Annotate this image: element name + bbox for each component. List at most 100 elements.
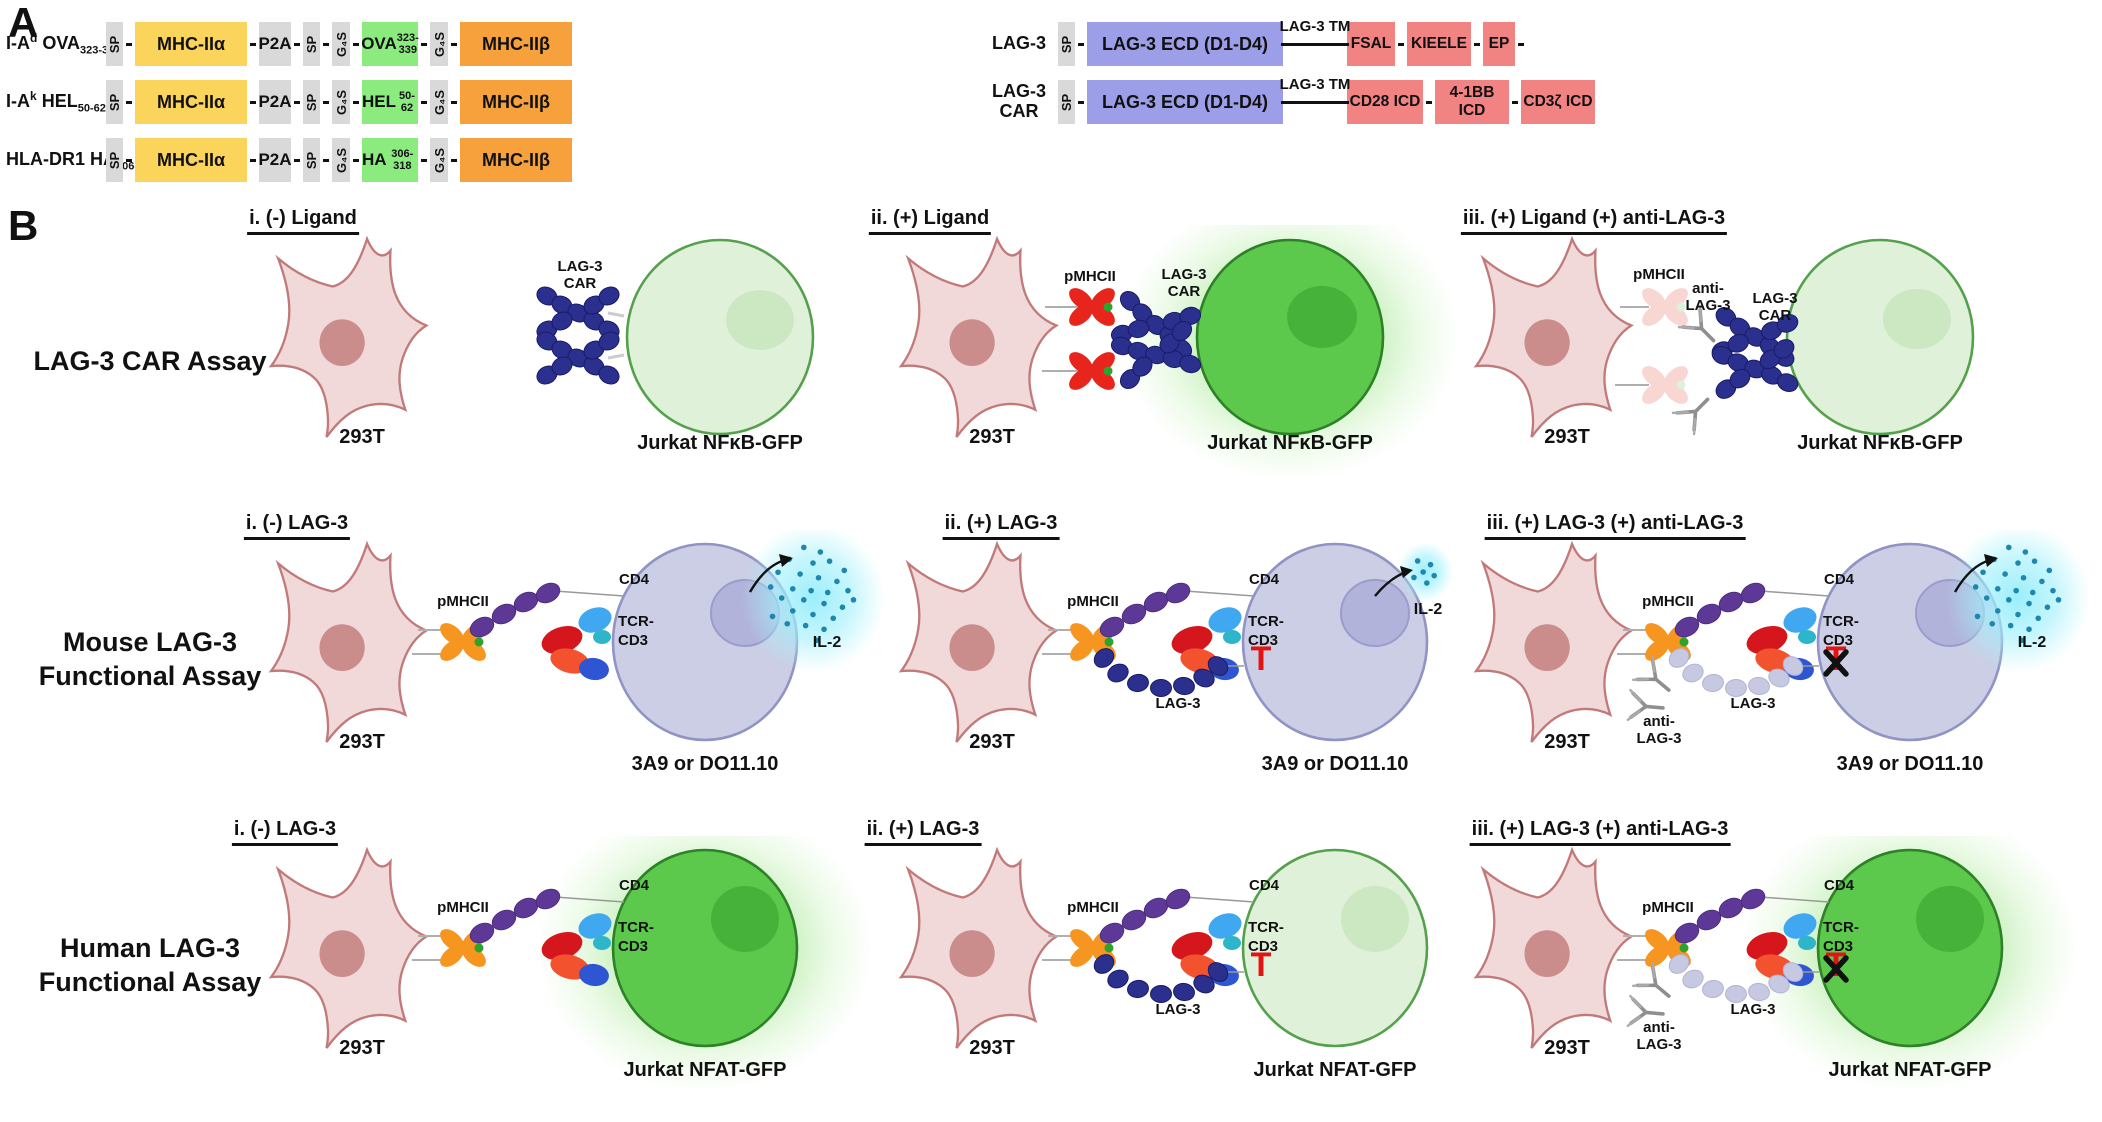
il2-dot xyxy=(1974,613,1981,620)
pmhcii-petal xyxy=(1664,382,1688,404)
cd4-line xyxy=(554,590,625,597)
il2-dot xyxy=(2018,637,2025,644)
pmhcii-label: pMHCII xyxy=(1642,593,1694,610)
il2-dot xyxy=(815,574,822,581)
g4s-box-label: G₄S xyxy=(431,89,447,115)
segment-connector-dash xyxy=(1078,100,1084,104)
pmhcii-label: pMHCII xyxy=(437,899,489,916)
segment-connector-dash xyxy=(323,42,329,46)
lag3-bead xyxy=(1668,648,1690,668)
lag3-molecule xyxy=(1093,954,1244,1003)
segment-connector-dash xyxy=(421,100,427,104)
peptide-dot xyxy=(1104,943,1114,953)
cd4-bead xyxy=(469,616,495,638)
cd4-bead xyxy=(1674,922,1700,944)
cd4-bead xyxy=(469,922,495,944)
cd4-bead xyxy=(1740,888,1766,910)
il2-dot xyxy=(1431,572,1437,579)
tcr-lightblue xyxy=(578,607,612,633)
il2-dot xyxy=(2046,567,2053,574)
pmhcii-label: pMHCII xyxy=(1642,899,1694,916)
car-bead xyxy=(551,356,573,376)
anti-lag3-antibody xyxy=(1677,304,1716,343)
cd4-line xyxy=(1759,896,1830,903)
condition-heading: i. (-) LAG-3 xyxy=(231,818,339,846)
car-bead xyxy=(1179,306,1202,326)
target-cell xyxy=(625,238,815,436)
target-cell-nucleus xyxy=(1883,289,1951,349)
condition-heading: ii. (+) LAG-3 xyxy=(942,512,1060,540)
cell-293t-nucleus xyxy=(319,930,365,978)
peptide-dot xyxy=(474,943,484,953)
lag3-bead xyxy=(1093,954,1115,974)
cell-293t xyxy=(898,846,1059,1049)
construct-name: I-Ad OVA323-339 xyxy=(6,31,120,57)
sp-box: SP xyxy=(1058,22,1075,66)
icd-box-label: FSAL xyxy=(1350,35,1392,52)
tcr-teal xyxy=(1223,936,1241,950)
il2-dot xyxy=(801,597,807,603)
peptide-sub: 306-318 xyxy=(391,148,414,172)
target-cell-label: Jurkat NFAT-GFP xyxy=(1829,1059,1992,1081)
tcr-cd3-complex xyxy=(1746,913,1817,987)
il2-dot xyxy=(2050,587,2056,594)
il2-dot xyxy=(778,595,785,601)
il2-dot xyxy=(1972,584,1979,590)
cell-293t xyxy=(1473,235,1634,438)
cd4-bead xyxy=(535,888,561,910)
mhc-alpha-box-label: MHC-IIα xyxy=(156,91,226,112)
lag3-ecd-box-label: LAG-3 ECD (D1-D4) xyxy=(1101,91,1268,112)
lag3-bead xyxy=(1207,962,1229,982)
cd4-molecule xyxy=(469,582,625,638)
lag3-bead xyxy=(1093,648,1115,668)
tcr-cd3-label: CD3 xyxy=(1248,632,1278,649)
pmhcii-petal xyxy=(1069,368,1093,390)
antibody-light-chain xyxy=(1626,994,1642,1028)
g4s-box-label: G₄S xyxy=(431,31,447,57)
lag3-bead xyxy=(1668,954,1690,974)
lag3-tm-line xyxy=(1281,43,1349,46)
lag3-label: LAG-3 xyxy=(1156,1001,1201,1018)
assay-row-title-line: LAG-3 CAR Assay xyxy=(33,346,267,376)
sp-box: SP xyxy=(303,22,320,66)
car-bead xyxy=(598,286,620,306)
cell-293t-label: 293T xyxy=(339,731,385,753)
il2-dot xyxy=(2006,597,2012,603)
segment-connector-dash xyxy=(1078,42,1084,46)
lag3-tm-label: LAG-3 TM xyxy=(1279,76,1351,93)
cell-293t xyxy=(898,540,1059,743)
cell-293t-nucleus xyxy=(949,319,995,367)
mhc-alpha-box-label: MHC-IIα xyxy=(156,149,226,170)
lag3-bead xyxy=(1193,974,1215,994)
il2-dot xyxy=(1994,586,2001,592)
cell-293t-label: 293T xyxy=(339,426,385,448)
il2-dot xyxy=(839,604,846,610)
pmhcii-molecule xyxy=(1642,288,1688,326)
construct-name: LAG-3 xyxy=(980,33,1058,54)
il2-dot xyxy=(841,567,848,574)
il2-dot xyxy=(2026,600,2032,607)
il2-dot xyxy=(845,587,851,594)
tcr-cd3-label: CD3 xyxy=(1823,938,1853,955)
segment-connector-dash xyxy=(353,42,359,46)
tcr-teal xyxy=(593,630,611,644)
il2-dot xyxy=(789,586,796,592)
pmhcii-petal xyxy=(462,639,486,661)
peptide-label: OVA xyxy=(361,34,397,53)
lag3-car-label: CAR xyxy=(1759,307,1792,324)
lag3-bead xyxy=(1702,673,1724,693)
tcr-darkred xyxy=(1171,626,1213,654)
lag3-tm-line xyxy=(1281,101,1349,104)
target-cell-label: Jurkat NFAT-GFP xyxy=(1254,1059,1417,1081)
tcr-cd3-complex xyxy=(541,913,612,987)
assay-diagram: 3A9 or DO11.10IL-2293TCD4TCR-CD3pMHCIILA… xyxy=(1473,530,2090,775)
cd4-line xyxy=(1184,590,1255,597)
pmhcii-petal xyxy=(1645,639,1669,661)
lag3-car-molecule xyxy=(1110,320,1202,390)
sp-box: SP xyxy=(106,80,123,124)
